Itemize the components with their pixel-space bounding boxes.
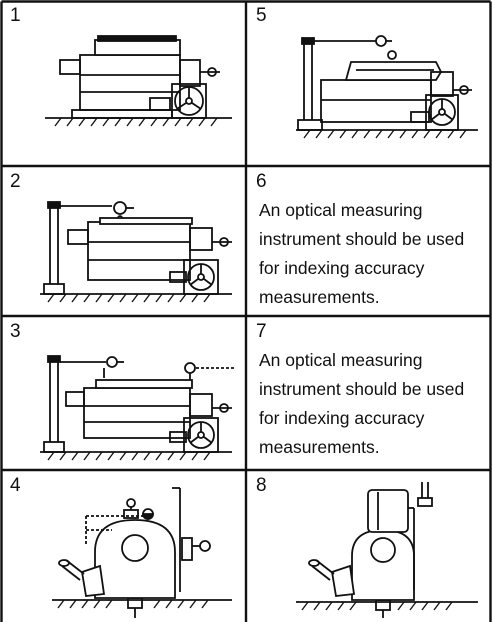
lathe-dual-indicator-drawing — [40, 355, 236, 461]
panel-number: 7 — [256, 321, 267, 342]
panel-8: 8 — [246, 470, 492, 622]
panel-number: 6 — [256, 171, 267, 192]
panel-5: 5 — [246, 0, 492, 166]
lathe-dial-gauge-drawing — [296, 35, 478, 139]
panel-4: 4 — [0, 470, 246, 622]
panel-number: 4 — [10, 475, 21, 496]
panel-1: 1 — [0, 0, 246, 166]
panel-note: An optical measuring instrument should b… — [259, 350, 465, 457]
panel-3: 3 — [0, 316, 246, 470]
panel-number: 2 — [10, 171, 21, 192]
panel-7: 7 An optical measuring instrument should… — [246, 316, 492, 470]
headstock-top-indicator-drawing — [296, 482, 478, 618]
panel-2: 2 — [0, 166, 246, 316]
lathe-bed-drawing — [45, 35, 232, 127]
panel-number: 3 — [10, 321, 21, 342]
panel-6: 6 An optical measuring instrument should… — [246, 166, 492, 316]
panel-note: An optical measuring instrument should b… — [259, 200, 465, 307]
headstock-end-view-drawing — [52, 487, 232, 618]
panel-number: 5 — [256, 5, 267, 26]
panel-number: 8 — [256, 475, 267, 496]
panel-number: 1 — [10, 5, 21, 26]
lathe-column-indicator-drawing — [40, 201, 232, 303]
